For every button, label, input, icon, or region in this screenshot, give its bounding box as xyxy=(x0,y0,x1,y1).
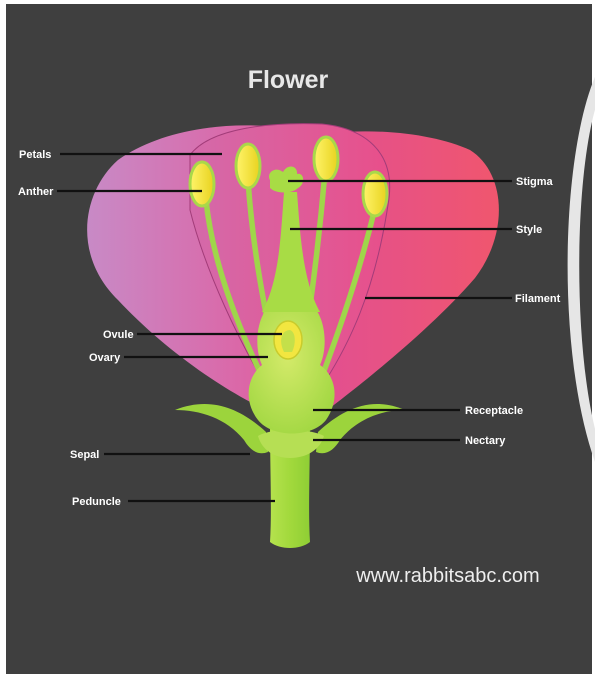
anther-2 xyxy=(236,144,260,188)
label-receptacle: Receptacle xyxy=(465,405,523,417)
anther-3 xyxy=(314,137,338,181)
label-petals: Petals xyxy=(19,149,51,161)
label-nectary: Nectary xyxy=(465,435,506,447)
diagram-title: Flower xyxy=(248,66,329,94)
receptacle-base xyxy=(258,430,324,458)
label-peduncle: Peduncle xyxy=(72,496,121,508)
label-sepal: Sepal xyxy=(70,449,99,461)
label-ovule: Ovule xyxy=(103,329,134,341)
anther-1 xyxy=(190,162,214,206)
label-stigma: Stigma xyxy=(516,176,554,188)
label-anther: Anther xyxy=(18,186,54,198)
anther-4 xyxy=(363,172,387,216)
decorative-crescent xyxy=(568,70,595,470)
watermark-url: www.rabbitsabc.com xyxy=(355,565,539,587)
label-style: Style xyxy=(516,224,542,236)
label-filament: Filament xyxy=(515,293,561,305)
label-ovary: Ovary xyxy=(89,352,121,364)
